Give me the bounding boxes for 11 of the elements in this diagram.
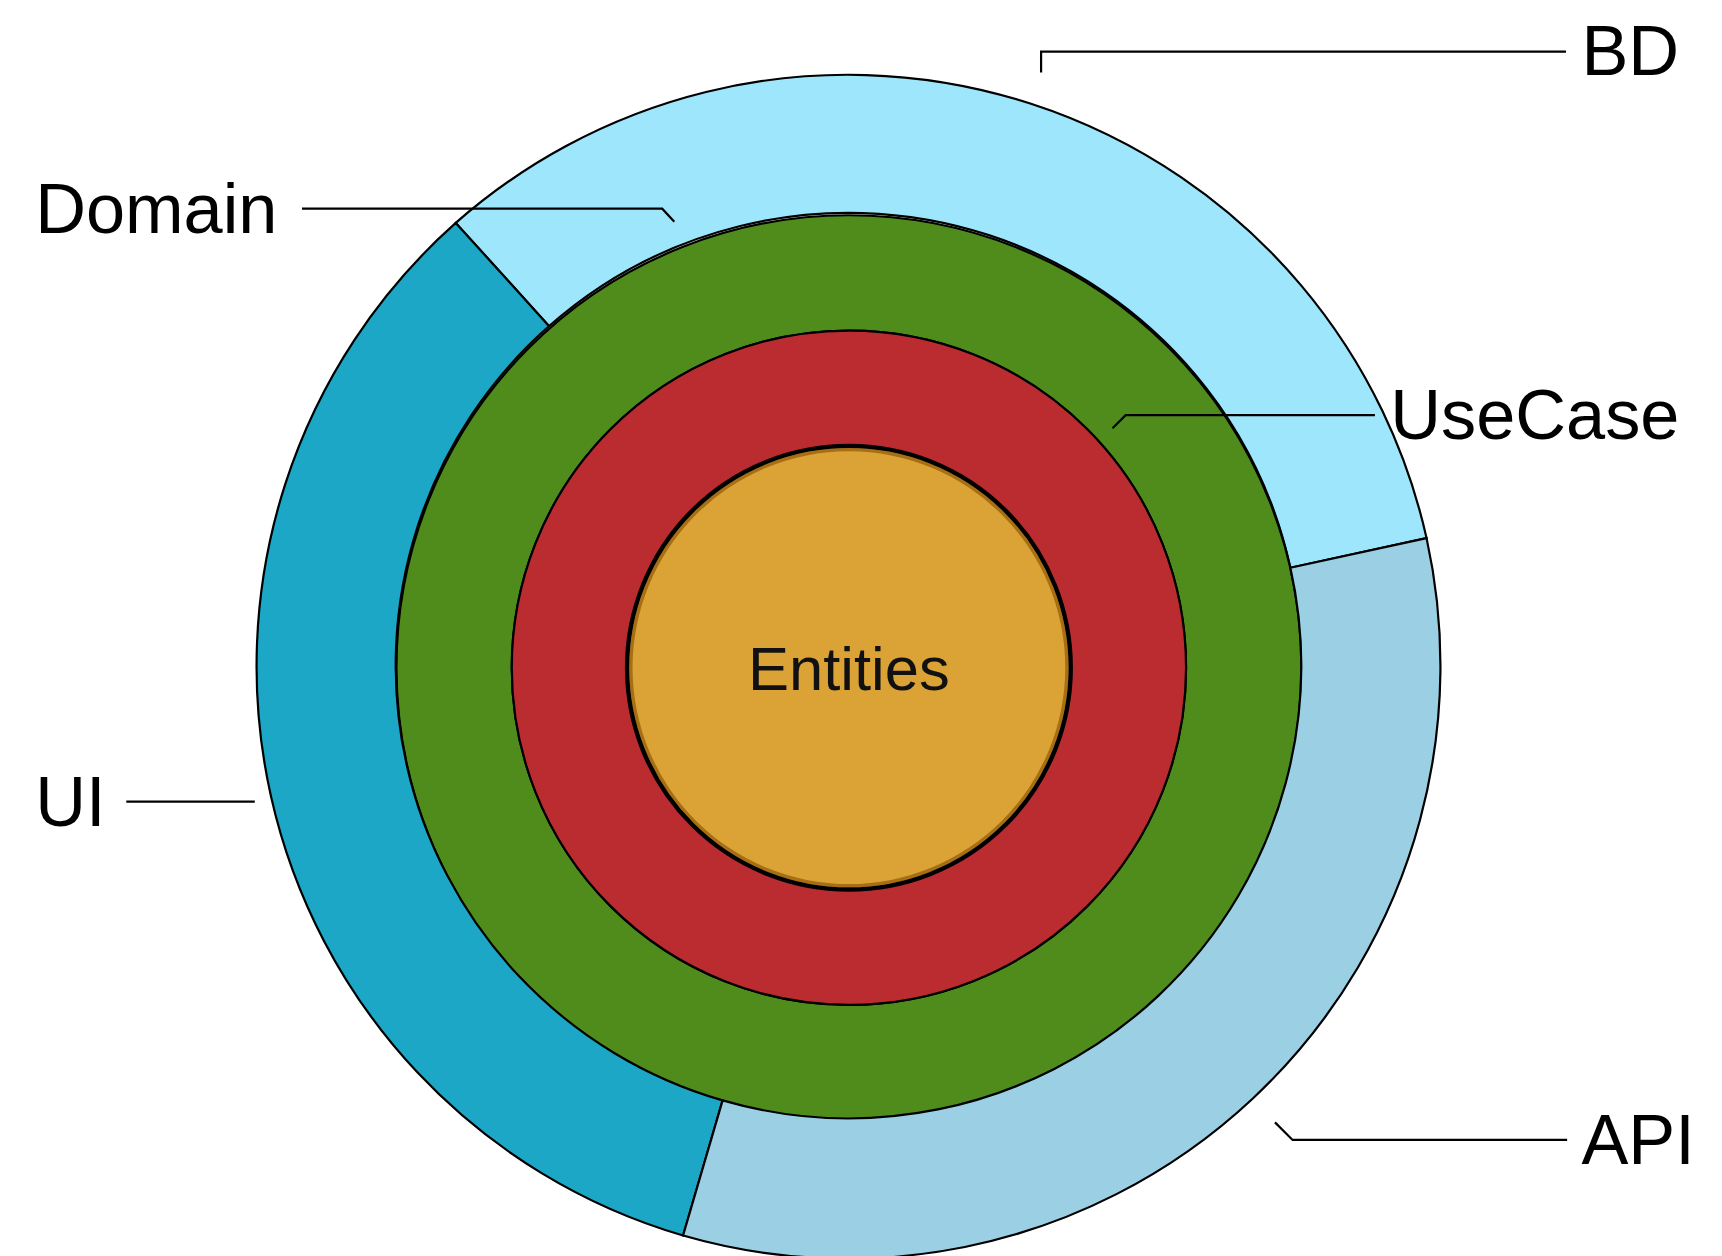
leader-line: [1274, 1121, 1568, 1142]
layer-label: Domain: [35, 173, 278, 244]
layer-label: BD: [1581, 15, 1680, 86]
leader-line: [126, 800, 255, 803]
layer-label: API: [1581, 1104, 1695, 1176]
layer-label: UseCase: [1390, 380, 1680, 451]
leader-line: [302, 207, 676, 223]
layer-label: Entities: [748, 632, 950, 704]
layer-label: UI: [35, 766, 106, 837]
leader-line: [1040, 50, 1567, 73]
leader-line: [1111, 414, 1375, 430]
